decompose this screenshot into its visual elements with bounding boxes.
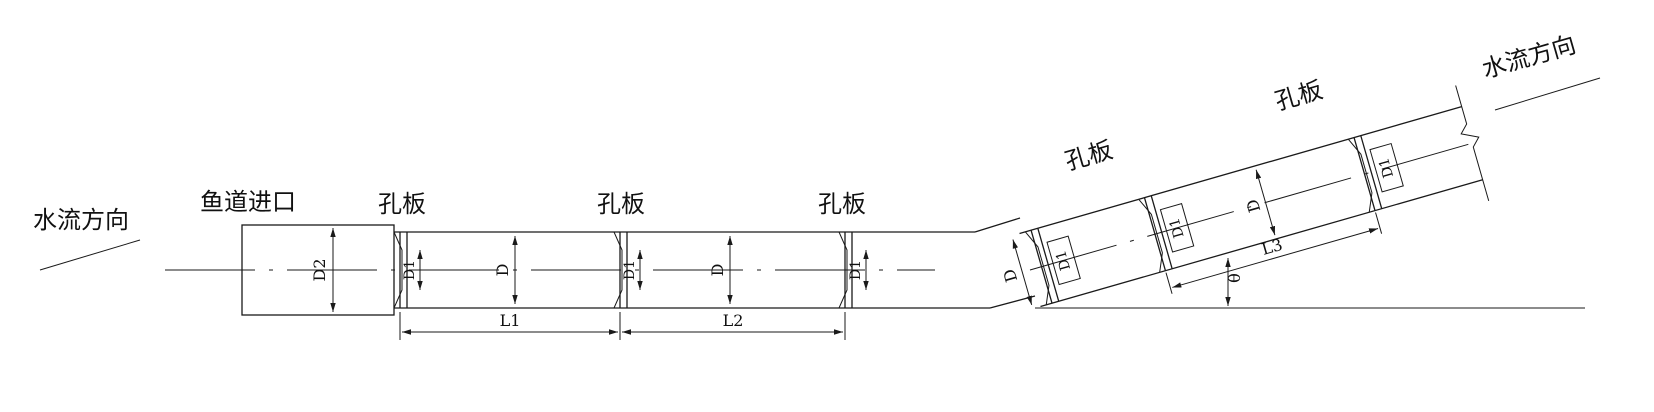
- d-dimension-label-2: D: [708, 264, 727, 277]
- plate-6-d1-label: D1: [1376, 156, 1397, 180]
- flow-direction-left: 水流方向: [33, 206, 141, 271]
- l3-extension-1: [1165, 272, 1173, 294]
- plate-5-chamfer: [1138, 198, 1163, 273]
- orifice-plate-1-label: 孔板: [378, 190, 426, 218]
- plate-5-right-edge: [1150, 195, 1173, 269]
- break-line: [1455, 85, 1490, 202]
- fishway-entrance-label: 鱼道进口: [200, 188, 296, 216]
- l3-dimension-label: L3: [1259, 235, 1284, 259]
- plate-1-chamfer: [393, 231, 403, 309]
- l1-dimension-label: L1: [500, 311, 521, 330]
- plate-4-right-edge: [1037, 228, 1060, 302]
- plate-6-chamfer: [1347, 138, 1373, 213]
- plate-3-chamfer: [838, 231, 848, 309]
- flow-arrow-right: [1494, 77, 1601, 111]
- inclined-d-label-2: D: [1243, 197, 1265, 215]
- flow-direction-label-right: 水流方向: [1479, 30, 1579, 83]
- plate-4-opening: [1046, 235, 1081, 286]
- inclined-d-line-1: [1012, 239, 1033, 306]
- orifice-plate-2: 孔板 D1: [597, 190, 645, 309]
- inclined-d-label-1: D: [999, 267, 1021, 285]
- inclined-top-wall: [1019, 106, 1462, 235]
- plate-2-d1-label: D1: [622, 260, 638, 280]
- l3-dimension-line: [1172, 227, 1379, 288]
- orifice-plate-3-label: 孔板: [818, 190, 866, 218]
- plate-2-chamfer: [613, 231, 623, 309]
- d-dimension-label-1: D: [493, 264, 512, 277]
- orifice-plate-3: 孔板 D1: [818, 190, 869, 309]
- slope-angle-reference: θ: [1035, 258, 1585, 309]
- plate-6-right-edge: [1360, 135, 1383, 209]
- orifice-plate-2-label: 孔板: [597, 190, 645, 218]
- flow-direction-label-left: 水流方向: [33, 206, 129, 234]
- pipe-bend-bottom: [989, 295, 1036, 309]
- theta-label: θ: [1225, 273, 1244, 283]
- orifice-plate-1: 孔板 D1: [378, 190, 426, 309]
- plate-6-opening: [1369, 142, 1404, 193]
- centerline-inclined: [1029, 142, 1473, 271]
- l3-extension-2: [1375, 212, 1383, 234]
- plate-1-d1-label: D1: [402, 260, 418, 280]
- l2-dimension-label: L2: [723, 311, 744, 330]
- flow-direction-right: 水流方向: [1479, 30, 1601, 111]
- length-dimensions: L1 L2: [399, 311, 846, 340]
- horizontal-pipe: [394, 217, 1036, 309]
- pipe-bend-top: [974, 217, 1021, 233]
- orifice-plate-5-label: 孔板: [1272, 76, 1326, 116]
- orifice-plate-4-label: 孔板: [1062, 136, 1116, 176]
- fishway-entrance: 鱼道进口 D2: [200, 188, 395, 316]
- plate-3-d1-label: D1: [848, 260, 864, 280]
- plate-4-chamfer: [1024, 231, 1050, 305]
- inclined-pipe: D D1 D1 D D1 L3: [999, 85, 1490, 308]
- d2-dimension-label: D2: [310, 258, 329, 281]
- plate-5-d1-label: D1: [1167, 216, 1188, 240]
- inclined-d-line-2: [1255, 169, 1276, 236]
- entrance-chamber: [241, 224, 395, 316]
- flow-arrow-left: [39, 239, 141, 271]
- plate-4-d1-label: D1: [1053, 248, 1074, 272]
